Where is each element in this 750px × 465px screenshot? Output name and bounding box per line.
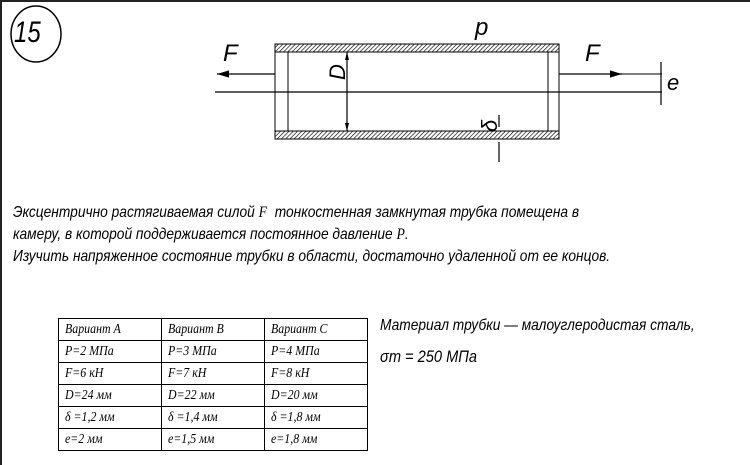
table-cell: D=20 мм bbox=[271, 387, 318, 403]
table-cell: Вариант А bbox=[65, 321, 121, 337]
variants-table: Вариант А Вариант В Вариант С P=2 МПа P=3 М… bbox=[58, 318, 368, 451]
tube-diagram bbox=[10, 5, 662, 162]
table-cell: Вариант В bbox=[168, 321, 224, 337]
pressure-label: p bbox=[475, 14, 489, 41]
table-cell: e=1,5 мм bbox=[168, 431, 215, 447]
table-cell: δ =1,8 мм bbox=[271, 409, 321, 425]
table-cell: e=1,8 мм bbox=[271, 431, 318, 447]
tube-bottom-wall bbox=[274, 130, 560, 140]
task-line-2: камеру, в которой поддерживается постоян… bbox=[13, 226, 409, 243]
table-cell: P=4 МПа bbox=[271, 343, 320, 359]
table-row: D=24 мм D=22 мм D=20 мм bbox=[58, 384, 368, 407]
table-row: P=2 МПа P=3 МПа P=4 МПа bbox=[58, 340, 368, 363]
table-cell: P=3 МПа bbox=[168, 343, 217, 359]
table-cell: F=8 кН bbox=[271, 365, 310, 381]
table-cell: F=7 кН bbox=[168, 365, 207, 381]
force-label-right: F bbox=[585, 40, 600, 67]
tube-top-wall bbox=[274, 43, 560, 53]
table-cell: Вариант С bbox=[271, 321, 328, 337]
force-label-left: F bbox=[223, 40, 238, 67]
thickness-label: δ bbox=[477, 119, 502, 132]
table-cell: e=2 мм bbox=[65, 431, 103, 447]
table-row: δ =1,2 мм δ =1,4 мм δ =1,8 мм bbox=[58, 406, 368, 429]
eccentricity-label: e bbox=[667, 70, 680, 95]
table-row: e=2 мм e=1,5 мм e=1,8 мм bbox=[58, 428, 368, 451]
problem-number: 15 bbox=[14, 16, 41, 49]
table-cell: D=24 мм bbox=[65, 387, 112, 403]
diameter-label: D bbox=[325, 64, 350, 80]
material-line: Материал трубки — малоуглеродистая сталь… bbox=[380, 317, 695, 334]
table-row: Вариант А Вариант В Вариант С bbox=[58, 318, 368, 341]
table-row: F=6 кН F=7 кН F=8 кН bbox=[58, 362, 368, 385]
table-cell: P=2 МПа bbox=[65, 343, 114, 359]
table-cell: δ =1,4 мм bbox=[168, 409, 218, 425]
table-cell: δ =1,2 мм bbox=[65, 409, 115, 425]
yield-strength: σт = 250 МПа bbox=[380, 347, 478, 366]
table-cell: D=22 мм bbox=[168, 387, 215, 403]
table-cell: F=6 кН bbox=[65, 365, 104, 381]
problem-number-circle bbox=[10, 5, 62, 63]
task-line-1: Эксцентрично растягиваемая силой F тонко… bbox=[13, 204, 580, 221]
task-line-3: Изучить напряженное состояние трубки в о… bbox=[13, 248, 611, 265]
